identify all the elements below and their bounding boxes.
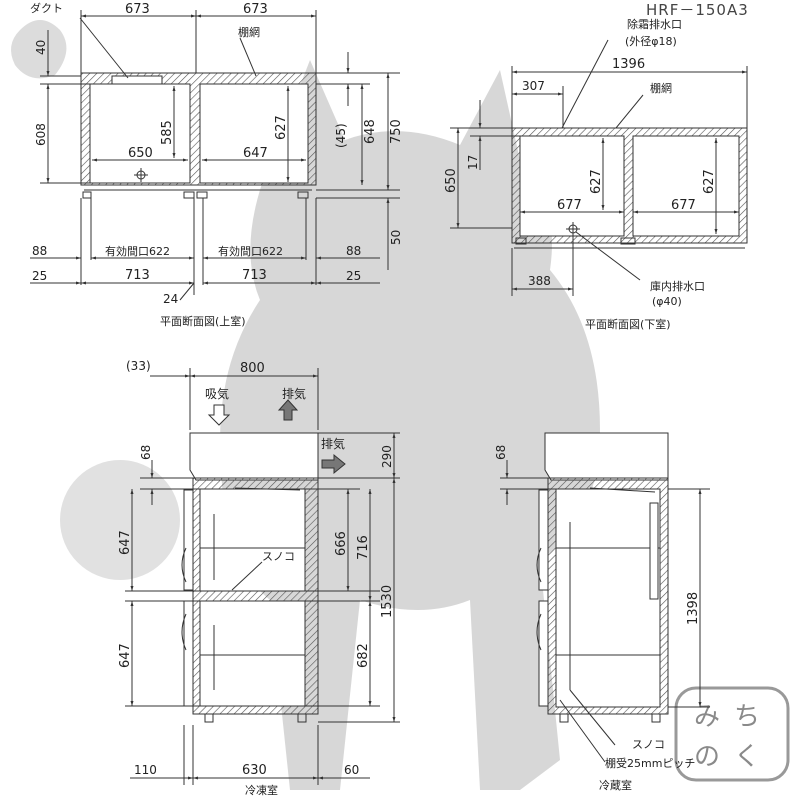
sunoko-label-front: スノコ xyxy=(262,550,295,563)
dim-1530: 1530 xyxy=(380,585,395,618)
dim-inner-depth-left: 585 xyxy=(160,120,175,145)
duct-label: ダクト xyxy=(30,1,63,15)
exhaust-top-label: 排気 xyxy=(282,386,306,401)
front-section-view xyxy=(125,368,400,785)
dim-inner-width-right-lower: 677 xyxy=(671,198,696,213)
dim-inner-width-left-lower: 677 xyxy=(557,198,582,213)
dim-50: 50 xyxy=(389,230,403,245)
exhaust-side-label: 排気 xyxy=(321,436,345,451)
lower-plan-title: 平面断面図(下室) xyxy=(585,317,671,331)
shelf-label-upper: 棚網 xyxy=(238,25,260,39)
side-section-labels: 68 1398 スノコ 棚受25mmピッチ 冷蔵室 xyxy=(494,445,701,792)
dim-648: 648 xyxy=(363,119,378,144)
lower-plan-labels: 除霜排水口 (外径φ18) 1396 307 棚網 650 17 627 627… xyxy=(444,17,717,331)
dim-total-width: 1396 xyxy=(612,57,645,72)
dim-1398: 1398 xyxy=(686,592,701,625)
dim-682: 682 xyxy=(356,643,371,668)
upper-plan-labels: ダクト 棚網 673 673 40 608 650 585 647 627 (4… xyxy=(30,1,404,328)
inner-drain-label: 庫内排水口 xyxy=(650,279,705,293)
shelf-pitch-label: 棚受25mmピッチ xyxy=(605,756,695,770)
dim-750: 750 xyxy=(389,119,404,144)
svg-text:の: の xyxy=(694,742,720,772)
dim-800: 800 xyxy=(240,361,265,376)
dim-gap: 24 xyxy=(163,292,178,306)
dim-base-mid-right: 713 xyxy=(242,268,267,283)
dim-base-left: 25 xyxy=(32,269,47,283)
dim-666: 666 xyxy=(334,531,349,556)
opening-right: 有効間口622 xyxy=(218,244,283,258)
dim-inner-width-right: 647 xyxy=(243,146,268,161)
sunoko-label-side: スノコ xyxy=(632,738,665,751)
dim-inner-depth-left-lower: 627 xyxy=(589,169,604,194)
intake-label: 吸気 xyxy=(205,386,229,401)
dim-650: 650 xyxy=(444,168,459,193)
inner-drain-diameter: (φ40) xyxy=(652,295,682,308)
seal-stamp: み ち の く xyxy=(674,686,790,782)
lower-plan-view xyxy=(450,39,748,296)
dim-duct-height: 40 xyxy=(34,40,48,55)
model-number: HRF－150A3 xyxy=(646,1,749,19)
front-section-title: 冷凍室 xyxy=(245,783,278,797)
dim-inner-depth-right-lower: 627 xyxy=(702,169,717,194)
dim-716: 716 xyxy=(356,535,371,560)
dim-647-bottom: 647 xyxy=(118,643,133,668)
dim-base-right: 25 xyxy=(346,269,361,283)
dim-inner-depth-right: 627 xyxy=(274,115,289,140)
side-section-view xyxy=(500,432,710,763)
dim-68-front: 68 xyxy=(139,445,153,460)
opening-left: 有効間口622 xyxy=(105,244,170,258)
dim-17: 17 xyxy=(466,155,480,170)
dim-307: 307 xyxy=(522,79,545,93)
dim-60: 60 xyxy=(344,763,359,777)
dim-630: 630 xyxy=(242,763,267,778)
airflow-arrows xyxy=(207,399,346,475)
intake-arrow-icon xyxy=(207,404,231,426)
dim-388: 388 xyxy=(528,274,551,288)
exhaust-side-arrow-icon xyxy=(321,453,346,475)
front-section-labels: (33) 800 吸気 排気 排気 68 290 647 スノコ 666 716… xyxy=(118,359,395,797)
defrost-drain-label: 除霜排水口 xyxy=(627,17,682,31)
dim-33: (33) xyxy=(126,359,151,373)
side-section-title: 冷蔵室 xyxy=(599,778,632,792)
dim-110: 110 xyxy=(134,763,157,777)
svg-text:く: く xyxy=(734,742,760,772)
exhaust-up-arrow-icon xyxy=(277,399,299,421)
dim-68-side: 68 xyxy=(494,445,508,460)
dim-side-left: 88 xyxy=(32,244,47,258)
defrost-drain-diameter: (外径φ18) xyxy=(625,35,677,48)
dim-290: 290 xyxy=(380,445,394,468)
dim-base-mid-left: 713 xyxy=(125,268,150,283)
dim-top-right: 673 xyxy=(243,2,268,17)
upper-plan-title: 平面断面図(上室) xyxy=(160,314,246,328)
dim-depth-608: 608 xyxy=(34,123,48,146)
upper-plan-view xyxy=(30,10,400,301)
dim-inner-width-left: 650 xyxy=(128,146,153,161)
shelf-label-lower: 棚網 xyxy=(650,81,672,95)
svg-text:ち: ち xyxy=(734,702,760,732)
dim-647-top: 647 xyxy=(118,530,133,555)
dim-offset-45: (45) xyxy=(334,123,348,148)
dim-side-right: 88 xyxy=(346,244,361,258)
dim-top-left: 673 xyxy=(125,2,150,17)
